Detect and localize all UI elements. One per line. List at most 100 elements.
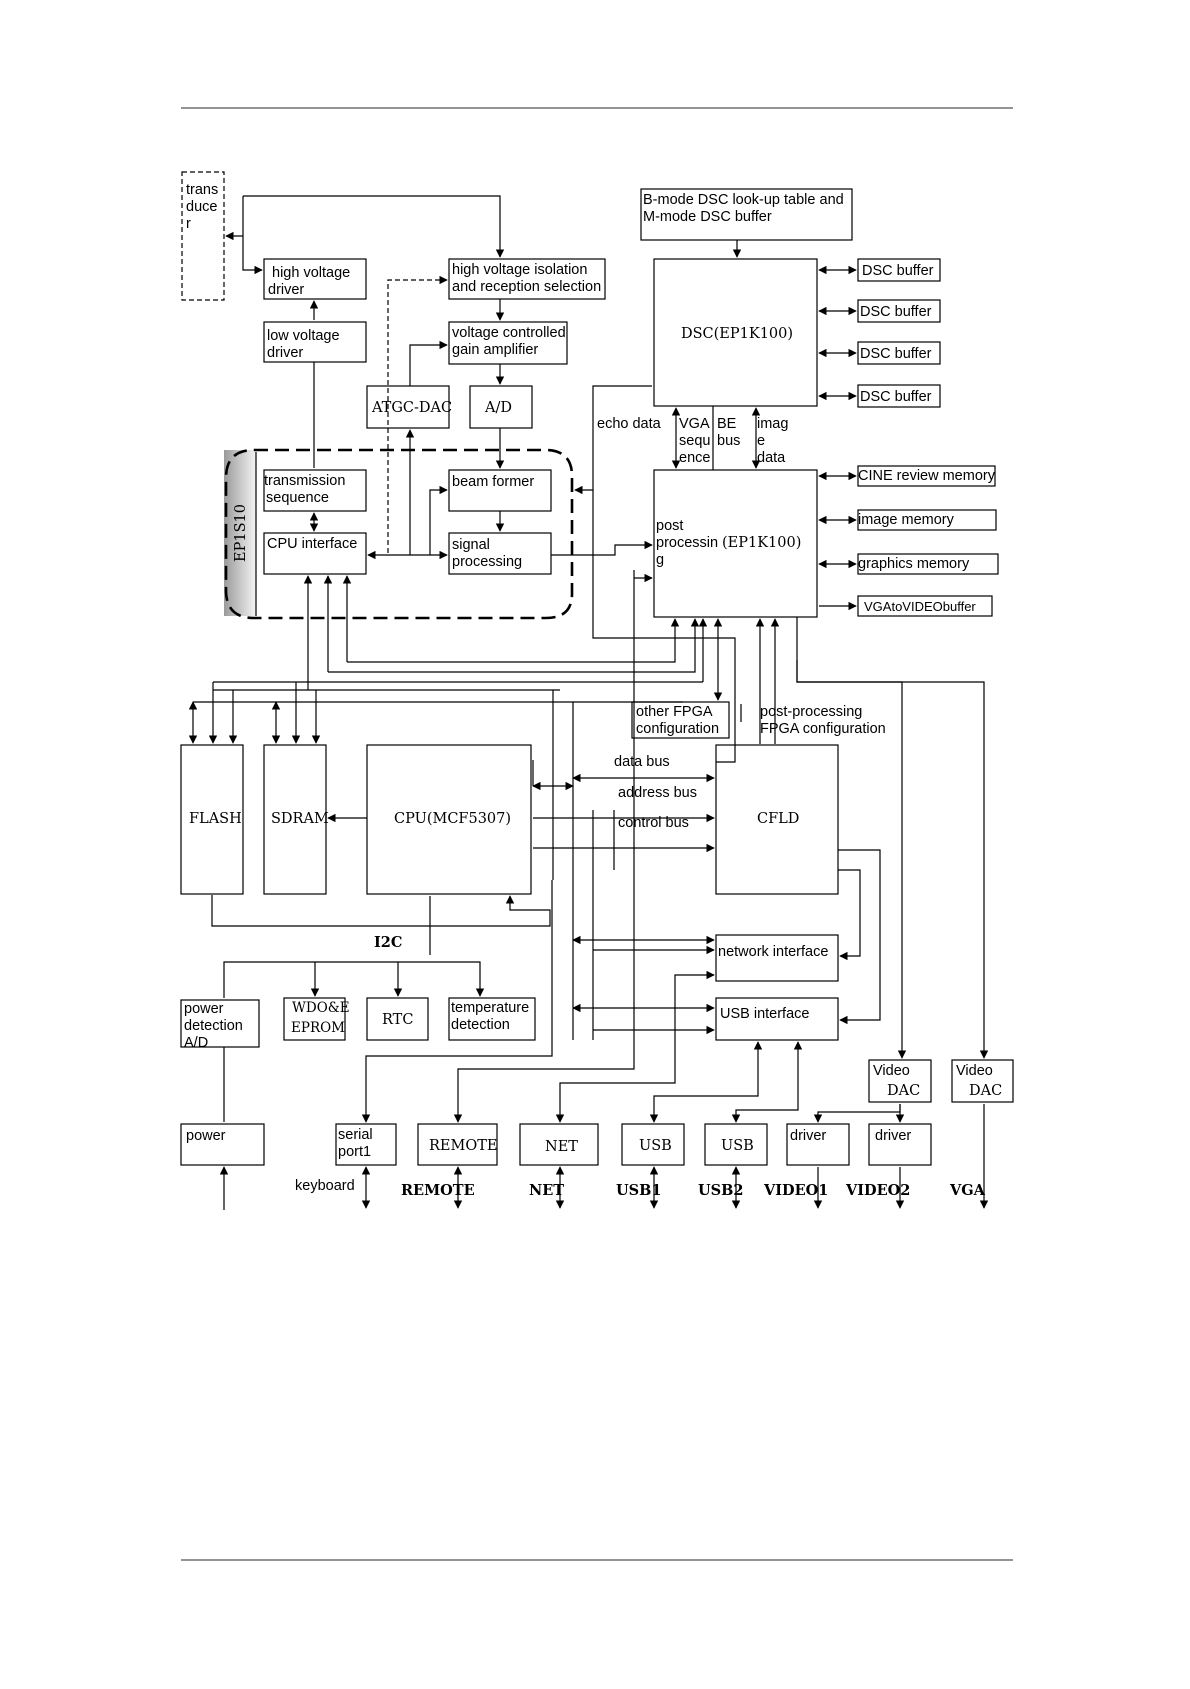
lv-driver-label-1: low voltage [267, 328, 340, 344]
transducer-block: trans duce r [181, 171, 225, 301]
image-memory-label: image memory [858, 512, 955, 528]
echo-data-label: echo data [597, 416, 662, 432]
serial-port-label-2: port1 [338, 1144, 371, 1160]
beam-former-label: beam former [452, 474, 534, 490]
network-interface-block: network interface [715, 934, 839, 982]
post-chip-label: (EP1K100) [722, 535, 801, 551]
bmode-lut-label-2: M-mode DSC buffer [643, 209, 772, 225]
dsc-buffer-2: DSC buffer [857, 299, 941, 323]
image-memory-block: image memory [857, 509, 997, 531]
high-voltage-driver-block: high voltage driver [263, 258, 367, 300]
transmission-sequence-block: transmission sequence [263, 469, 367, 512]
signal-processing-block: signal processing [448, 532, 552, 575]
network-interface-label: network interface [718, 944, 828, 960]
temperature-label-1: temperature [451, 1000, 529, 1016]
wdo-label-1: WDO&E [292, 1000, 350, 1016]
power-detection-label-1: power [184, 1001, 224, 1017]
svg-text:post-processing: post-processing [760, 704, 862, 720]
post-processing-label-1: post [656, 518, 683, 534]
cfld-label: CFLD [757, 811, 799, 827]
power-detection-label-2: detection [184, 1018, 243, 1034]
driver-block-1: driver [786, 1123, 850, 1166]
driver-block-2: driver [868, 1123, 932, 1166]
dsc-label: DSC(EP1K100) [681, 326, 793, 342]
net-block: NET [519, 1123, 599, 1166]
net-output-label: NET [529, 1182, 564, 1199]
usb-interface-label: USB interface [720, 1006, 809, 1022]
power-label: power [186, 1128, 226, 1144]
signal-processing-label-2: processing [452, 554, 522, 570]
dsc-buffer-1-label: DSC buffer [862, 263, 934, 279]
video2-output-label: VIDEO2 [845, 1182, 910, 1199]
transmission-sequence-label-2: sequence [266, 490, 329, 506]
driver-2-label: driver [875, 1128, 911, 1144]
transmission-sequence-label-1: transmission [264, 473, 345, 489]
control-bus-label: control bus [618, 815, 689, 831]
vca-label-1: voltage controlled [452, 325, 566, 341]
svg-text:data: data [757, 450, 786, 466]
temperature-label-2: detection [451, 1017, 510, 1033]
post-fpga-config-label: post-processing FPGA configuration [760, 704, 886, 737]
post-processing-block: post processin g (EP1K100) [653, 469, 818, 618]
svg-text:FPGA configuration: FPGA configuration [760, 721, 886, 737]
cpu-interface-label: CPU interface [267, 536, 357, 552]
usb-block-2-label: USB [721, 1138, 754, 1154]
net-block-label: NET [545, 1139, 578, 1155]
svg-text:e: e [757, 433, 765, 449]
dsc-buffer-1: DSC buffer [857, 258, 941, 282]
image-data-label: imag e data [757, 416, 788, 466]
svg-text:BE: BE [717, 416, 737, 432]
cine-memory-label: CINE review memory [858, 468, 996, 484]
usb-interface-block: USB interface [715, 997, 839, 1041]
remote-block-label: REMOTE [429, 1138, 498, 1154]
driver-1-label: driver [790, 1128, 826, 1144]
video-dac-1-block: Video DAC [868, 1059, 932, 1103]
dsc-buffer-4: DSC buffer [857, 384, 941, 408]
power-detection-block: power detection A/D [180, 999, 260, 1051]
hv-driver-label-2: driver [268, 282, 304, 298]
hv-isolation-label-2: and reception selection [452, 279, 601, 295]
wdo-label-2: EPROM [291, 1020, 345, 1036]
power-block: power [180, 1123, 265, 1166]
vga-to-video-buffer-block: VGAtoVIDEObuffer [857, 595, 993, 617]
svg-text:bus: bus [717, 433, 740, 449]
cpu-label: CPU(MCF5307) [394, 811, 511, 827]
hv-isolation-block: high voltage isolation and reception sel… [448, 258, 606, 300]
cine-review-memory-block: CINE review memory [857, 465, 996, 487]
video-dac-1-label-2: DAC [887, 1083, 920, 1099]
power-detection-label-3: A/D [184, 1035, 208, 1051]
graphics-memory-label: graphics memory [858, 556, 970, 572]
svg-text:ence: ence [679, 450, 710, 466]
usb-block-1-label: USB [639, 1138, 672, 1154]
dsc-buffer-3: DSC buffer [857, 341, 941, 365]
usb-block-2: USB [704, 1123, 768, 1166]
svg-text:imag: imag [757, 416, 788, 432]
atgc-dac-block: ATGC-DAC [366, 385, 452, 429]
vca-block: voltage controlled gain amplifier [448, 321, 568, 365]
dsc-buffer-3-label: DSC buffer [860, 346, 932, 362]
transducer-label-2: duce [186, 199, 217, 215]
graphics-memory-block: graphics memory [857, 553, 999, 575]
usb1-output-label: USB1 [616, 1182, 661, 1199]
video-dac-1-label-1: Video [873, 1063, 910, 1079]
ep1s10-label: EP1S10 [233, 504, 249, 562]
remote-block: REMOTE [417, 1123, 498, 1166]
transducer-label-3: r [186, 216, 191, 232]
low-voltage-driver-block: low voltage driver [263, 321, 367, 363]
vga-sequence-label: VGA sequ ence [679, 416, 710, 466]
vca-label-2: gain amplifier [452, 342, 538, 358]
be-bus-label: BE bus [717, 416, 740, 449]
svg-text:VGA: VGA [679, 416, 710, 432]
remote-output-label: REMOTE [401, 1182, 475, 1199]
connection-lines [188, 195, 989, 1210]
ad-block: A/D [469, 385, 533, 429]
flash-label: FLASH [189, 811, 242, 827]
atgc-dac-label: ATGC-DAC [371, 400, 452, 416]
temperature-detection-block: temperature detection [448, 997, 536, 1041]
ep1s10-fpga-region: EP1S10 [224, 448, 574, 620]
sdram-block: SDRAM [263, 744, 329, 895]
vga-output-label: VGA [949, 1182, 986, 1199]
keyboard-output-label: keyboard [295, 1178, 355, 1194]
